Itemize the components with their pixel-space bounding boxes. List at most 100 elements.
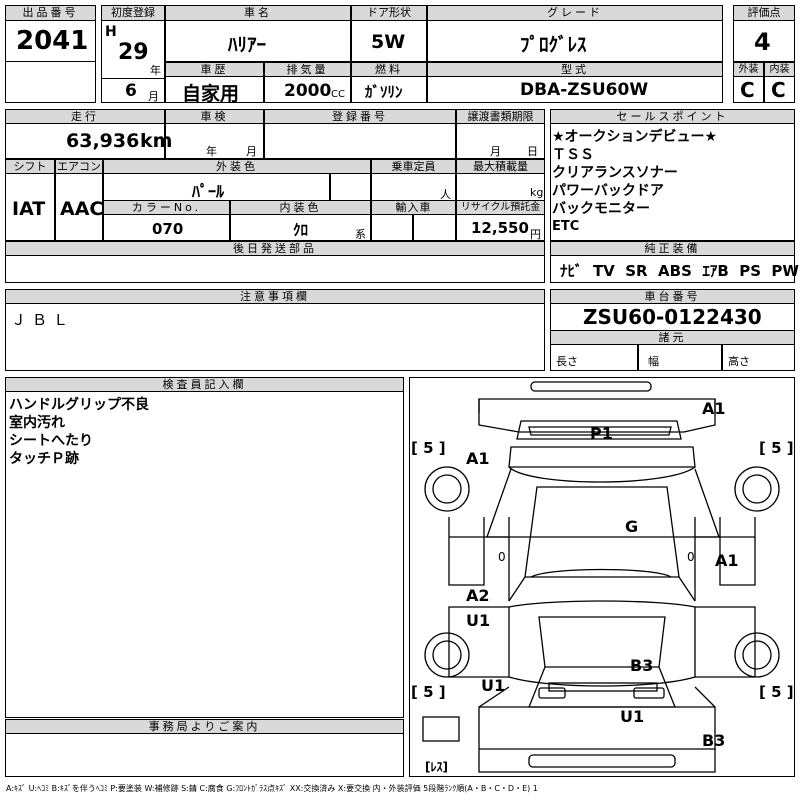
damage-b3-rear: B3 xyxy=(702,731,726,750)
door-box xyxy=(351,20,427,62)
ext-color-box2 xyxy=(330,173,371,201)
history: 自家用 xyxy=(182,83,240,105)
door-type: 5W xyxy=(371,31,406,53)
damage-a1-right: A1 xyxy=(715,551,739,570)
history-header: 車歴 xyxy=(165,62,264,77)
door-header: ドア形状 xyxy=(351,5,427,21)
shift-box xyxy=(5,173,55,241)
damage-u1-left: U1 xyxy=(466,611,491,630)
int-color-header: 内装色 xyxy=(230,200,371,215)
reg-divider xyxy=(101,78,165,79)
inspector-note: シートへたり xyxy=(9,433,93,449)
spec-height: 高さ xyxy=(728,355,750,368)
damage-u1-rear: U1 xyxy=(620,707,645,726)
selling-point: ＴＳＳ xyxy=(552,147,594,163)
inspector-note: タッチＰ跡 xyxy=(9,451,79,467)
year-unit: 年 xyxy=(150,64,161,77)
car-name-box xyxy=(165,20,351,62)
int-score-box xyxy=(764,76,795,103)
shift-header: シフト xyxy=(5,159,55,174)
damage-b3: B3 xyxy=(630,656,654,675)
notes: ＪＢＬ xyxy=(11,311,75,329)
transfer-month: 月 xyxy=(490,145,501,158)
era: H xyxy=(105,24,117,40)
insp-year: 年 xyxy=(206,145,217,158)
transfer-box xyxy=(456,123,545,159)
diagram-box xyxy=(409,377,795,777)
fuel-box xyxy=(351,76,427,103)
capacity-header: 乗車定員 xyxy=(371,159,456,174)
int-color-box xyxy=(230,214,371,241)
damage-a2: A2 xyxy=(466,586,490,605)
cc-unit: CC xyxy=(331,89,345,100)
kg-unit: kg xyxy=(530,186,544,199)
int-score: C xyxy=(771,78,786,102)
reg-month: 6 xyxy=(125,81,137,101)
legend: A:ｷｽﾞ U:ﾍｺﾐ B:ｷｽﾞを伴うﾍｺﾐ P:要塗装 W:補修跡 S:錆 … xyxy=(6,784,538,793)
aircon-box xyxy=(55,173,103,241)
genuine-box xyxy=(550,255,795,283)
genuine-equipment: ﾅﾋﾞ TV SR ABS ｴｱB PS PW xyxy=(560,262,799,280)
import-box2 xyxy=(413,214,456,241)
mileage-box xyxy=(5,123,165,159)
spec-height-box xyxy=(722,344,795,371)
inspector-box xyxy=(5,391,404,718)
selling-point: パワーバックドア xyxy=(552,183,664,199)
selling-point: ★オークションデビュー★ xyxy=(552,129,718,145)
score-header: 評価点 xyxy=(733,5,795,21)
selling-points-header: セールスポイント xyxy=(550,109,795,124)
tire-rl: [ 5 ] xyxy=(411,683,446,701)
inspector-header: 検査員記入欄 xyxy=(5,377,404,392)
spec-width-box xyxy=(638,344,722,371)
interior-header: 内装 xyxy=(764,62,795,77)
shift: IAT xyxy=(12,198,46,220)
office-box xyxy=(5,733,404,777)
first-reg-header: 初度登録 xyxy=(101,5,165,21)
spec-length-box xyxy=(550,344,638,371)
notes-header: 注意事項欄 xyxy=(5,289,545,304)
transfer-header: 譲渡書類期限 xyxy=(456,109,545,124)
inspector-notes: ハンドルグリップ不良 室内汚れ シートへたり タッチＰ跡 xyxy=(9,396,149,468)
mileage: 63,936 xyxy=(66,130,140,152)
damage-zero-right: 0 xyxy=(687,550,695,564)
selling-point: ETC xyxy=(552,219,580,234)
car-diagram xyxy=(422,381,780,773)
score: 4 xyxy=(754,28,771,56)
aircon-header: エアコン xyxy=(55,159,103,174)
model-type-box xyxy=(427,76,723,103)
tire-fr: [ 5 ] xyxy=(759,439,794,457)
selling-points-list: ★オークションデビュー★ ＴＳＳ クリアランスソナー パワーバックドア バックモ… xyxy=(552,128,717,236)
month-unit: 月 xyxy=(148,90,159,103)
score-box xyxy=(733,20,795,62)
damage-a1-top: A1 xyxy=(702,399,726,418)
fuel: ｶﾞｿﾘﾝ xyxy=(365,83,403,101)
ext-score-box xyxy=(733,76,764,103)
color-no: 070 xyxy=(152,220,184,238)
reg-no-header: 登録番号 xyxy=(264,109,456,124)
person-unit: 人 xyxy=(440,188,451,201)
aircon: AAC xyxy=(60,198,104,220)
import-header: 輸入車 xyxy=(371,200,456,215)
displacement-box xyxy=(264,76,351,103)
office-header: 事務局よりご案内 xyxy=(5,719,404,734)
tire-fl: [ 5 ] xyxy=(411,439,446,457)
int-color: ｸﾛ xyxy=(293,221,309,239)
reg-year: 29 xyxy=(118,40,149,65)
fuel-header: 燃料 xyxy=(351,62,427,77)
max-load-header: 最大積載量 xyxy=(456,159,545,174)
selling-point: バックモニター xyxy=(552,201,650,217)
mileage-header: 走行 xyxy=(5,109,165,124)
car-name-header: 車名 xyxy=(165,5,351,21)
color-no-header: カラーNo. xyxy=(103,200,230,215)
lot-number: 2041 xyxy=(16,26,89,56)
grade-header: グレード xyxy=(427,5,723,21)
model-type: DBA-ZSU60W xyxy=(520,80,649,100)
model-type-header: 型式 xyxy=(427,62,723,77)
chassis-header: 車台番号 xyxy=(550,289,795,304)
recycle-box xyxy=(456,214,545,241)
grade-box xyxy=(427,20,723,62)
damage-g: G xyxy=(625,517,639,536)
inspection-header: 車検 xyxy=(165,109,264,124)
spare-tire: [ﾚｽ] xyxy=(425,760,448,774)
recycle-header: リサイクル預託金 xyxy=(456,200,545,215)
